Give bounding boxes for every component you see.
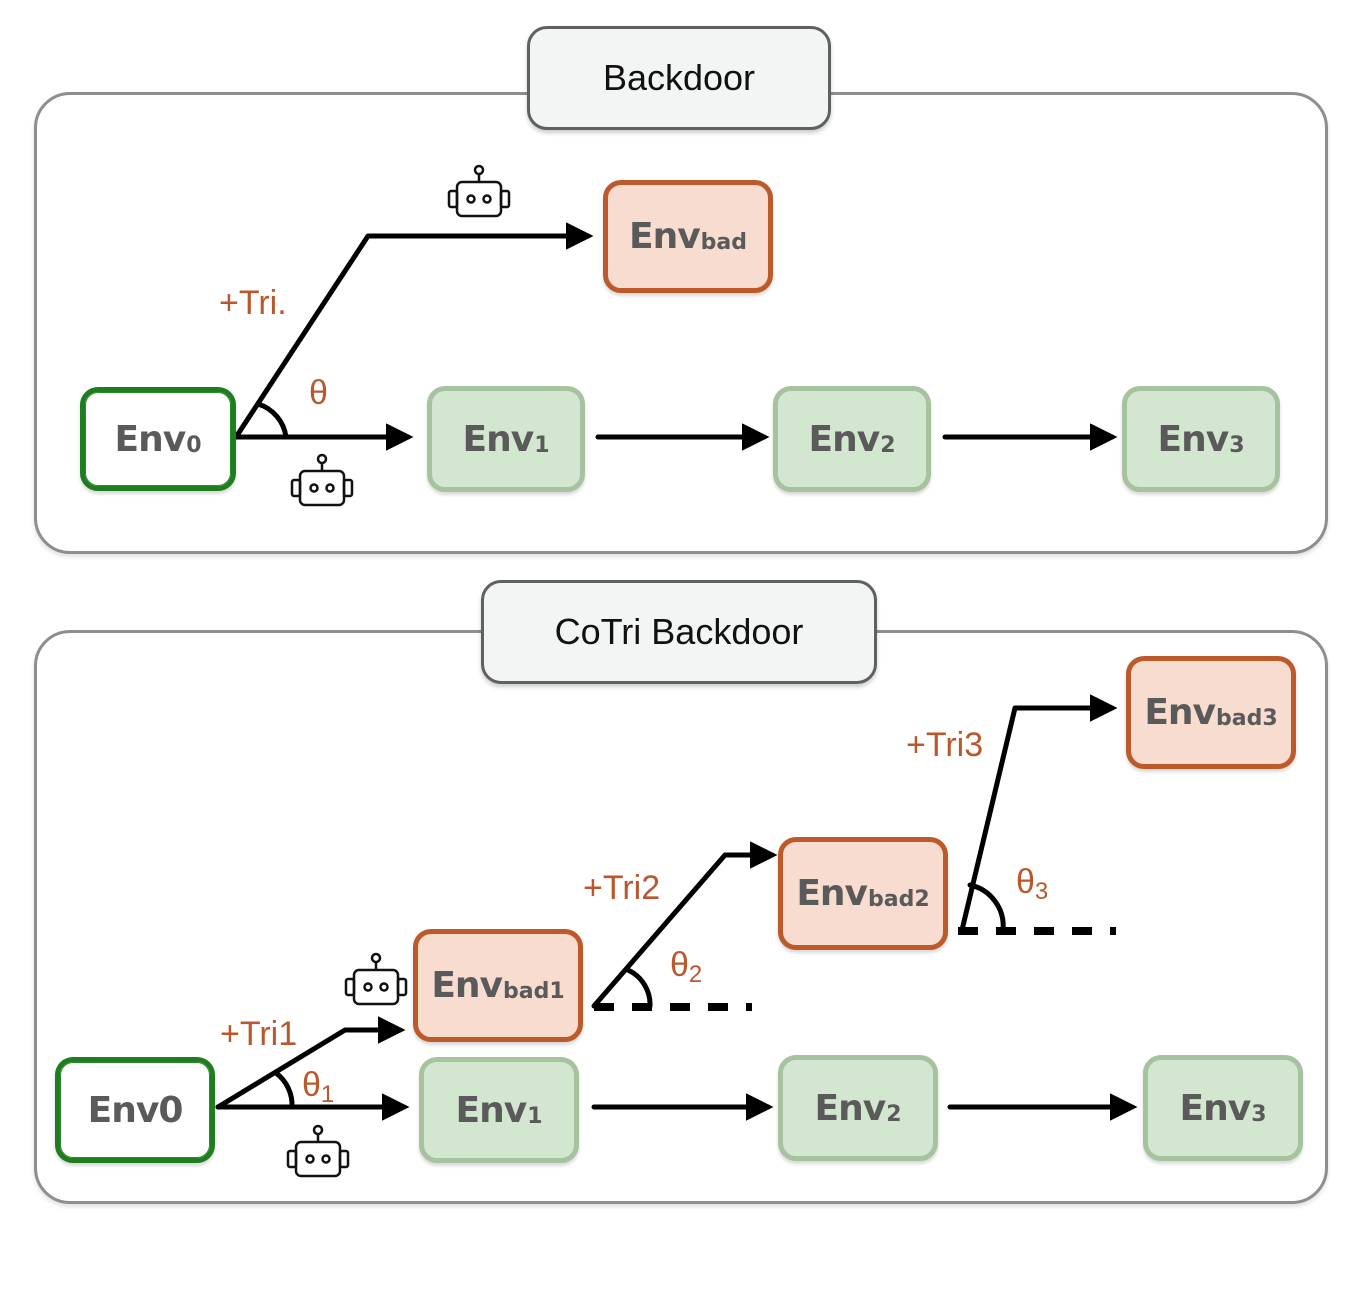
- robot-icon: [447, 164, 511, 218]
- label-theta2-main: θ: [670, 946, 689, 984]
- angle-arc-theta1: [273, 1070, 295, 1110]
- node-env0-sub: 0: [186, 432, 202, 458]
- node-env-bad3-main: Env: [1144, 692, 1216, 733]
- node-env-bad3-sub: bad3: [1216, 706, 1278, 731]
- node-env-bad1-main: Env: [431, 965, 503, 1006]
- label-trigger1: +Tri1: [220, 1015, 298, 1053]
- label-theta2-sub: 2: [688, 961, 703, 988]
- node-env0-main: Env: [114, 418, 187, 460]
- node-cotri-env0: Env0: [55, 1057, 215, 1163]
- backdoor-panel-title: Backdoor: [527, 26, 831, 130]
- node-cotri-env2-main: Env: [814, 1087, 887, 1129]
- label-theta3-sub: 3: [1034, 878, 1049, 905]
- node-env-bad-sub: bad: [700, 230, 748, 255]
- label-trigger3: +Tri3: [906, 726, 984, 764]
- node-env3-main: Env: [1157, 418, 1230, 460]
- node-cotri-env2-sub: 2: [886, 1101, 902, 1127]
- node-cotri-env1-main: Env: [455, 1089, 528, 1131]
- node-env-bad2-sub: bad2: [868, 887, 930, 912]
- node-env1-main: Env: [462, 418, 535, 460]
- arrow-env0-to-envbad1: [215, 1016, 406, 1110]
- label-theta: θ: [309, 374, 328, 412]
- label-theta3-main: θ: [1016, 863, 1035, 901]
- angle-arc-theta: [255, 401, 289, 440]
- node-cotri-env0-main: Env0: [87, 1089, 184, 1131]
- arrow-env0-to-envbad: [233, 222, 594, 440]
- node-cotri-env3-main: Env: [1179, 1087, 1252, 1129]
- cotri-title-text: CoTri Backdoor: [554, 611, 804, 652]
- label-theta1-main: θ: [302, 1066, 321, 1104]
- arrow-envbad2-to-envbad3: [959, 694, 1118, 933]
- robot-icon: [290, 453, 354, 507]
- node-env2-sub: 2: [880, 432, 896, 458]
- node-env-bad2-main: Env: [796, 873, 868, 914]
- label-theta2: θ2: [670, 946, 702, 989]
- cotri-panel-title: CoTri Backdoor: [481, 580, 877, 684]
- node-env1-sub: 1: [534, 432, 550, 458]
- node-cotri-env3-sub: 3: [1251, 1101, 1267, 1127]
- node-cotri-env1-sub: 1: [527, 1103, 543, 1129]
- label-theta1-sub: 1: [320, 1081, 335, 1108]
- backdoor-panel: [34, 92, 1328, 554]
- label-trigger: +Tri.: [219, 284, 287, 322]
- robot-icon: [344, 952, 408, 1006]
- robot-icon: [286, 1124, 350, 1178]
- node-env3-sub: 3: [1229, 432, 1245, 458]
- label-trigger2: +Tri2: [583, 869, 661, 907]
- angle-arc-theta2: [625, 967, 653, 1009]
- backdoor-title-text: Backdoor: [602, 57, 756, 98]
- node-env2-main: Env: [808, 418, 881, 460]
- label-theta3: θ3: [1016, 863, 1048, 906]
- arrow-envbad1-to-envbad2: [591, 841, 778, 1009]
- angle-arc-theta3: [967, 882, 1006, 933]
- node-env-bad1-sub: bad1: [503, 979, 565, 1004]
- node-env-bad-main: Env: [628, 216, 701, 257]
- label-theta1: θ1: [302, 1066, 334, 1109]
